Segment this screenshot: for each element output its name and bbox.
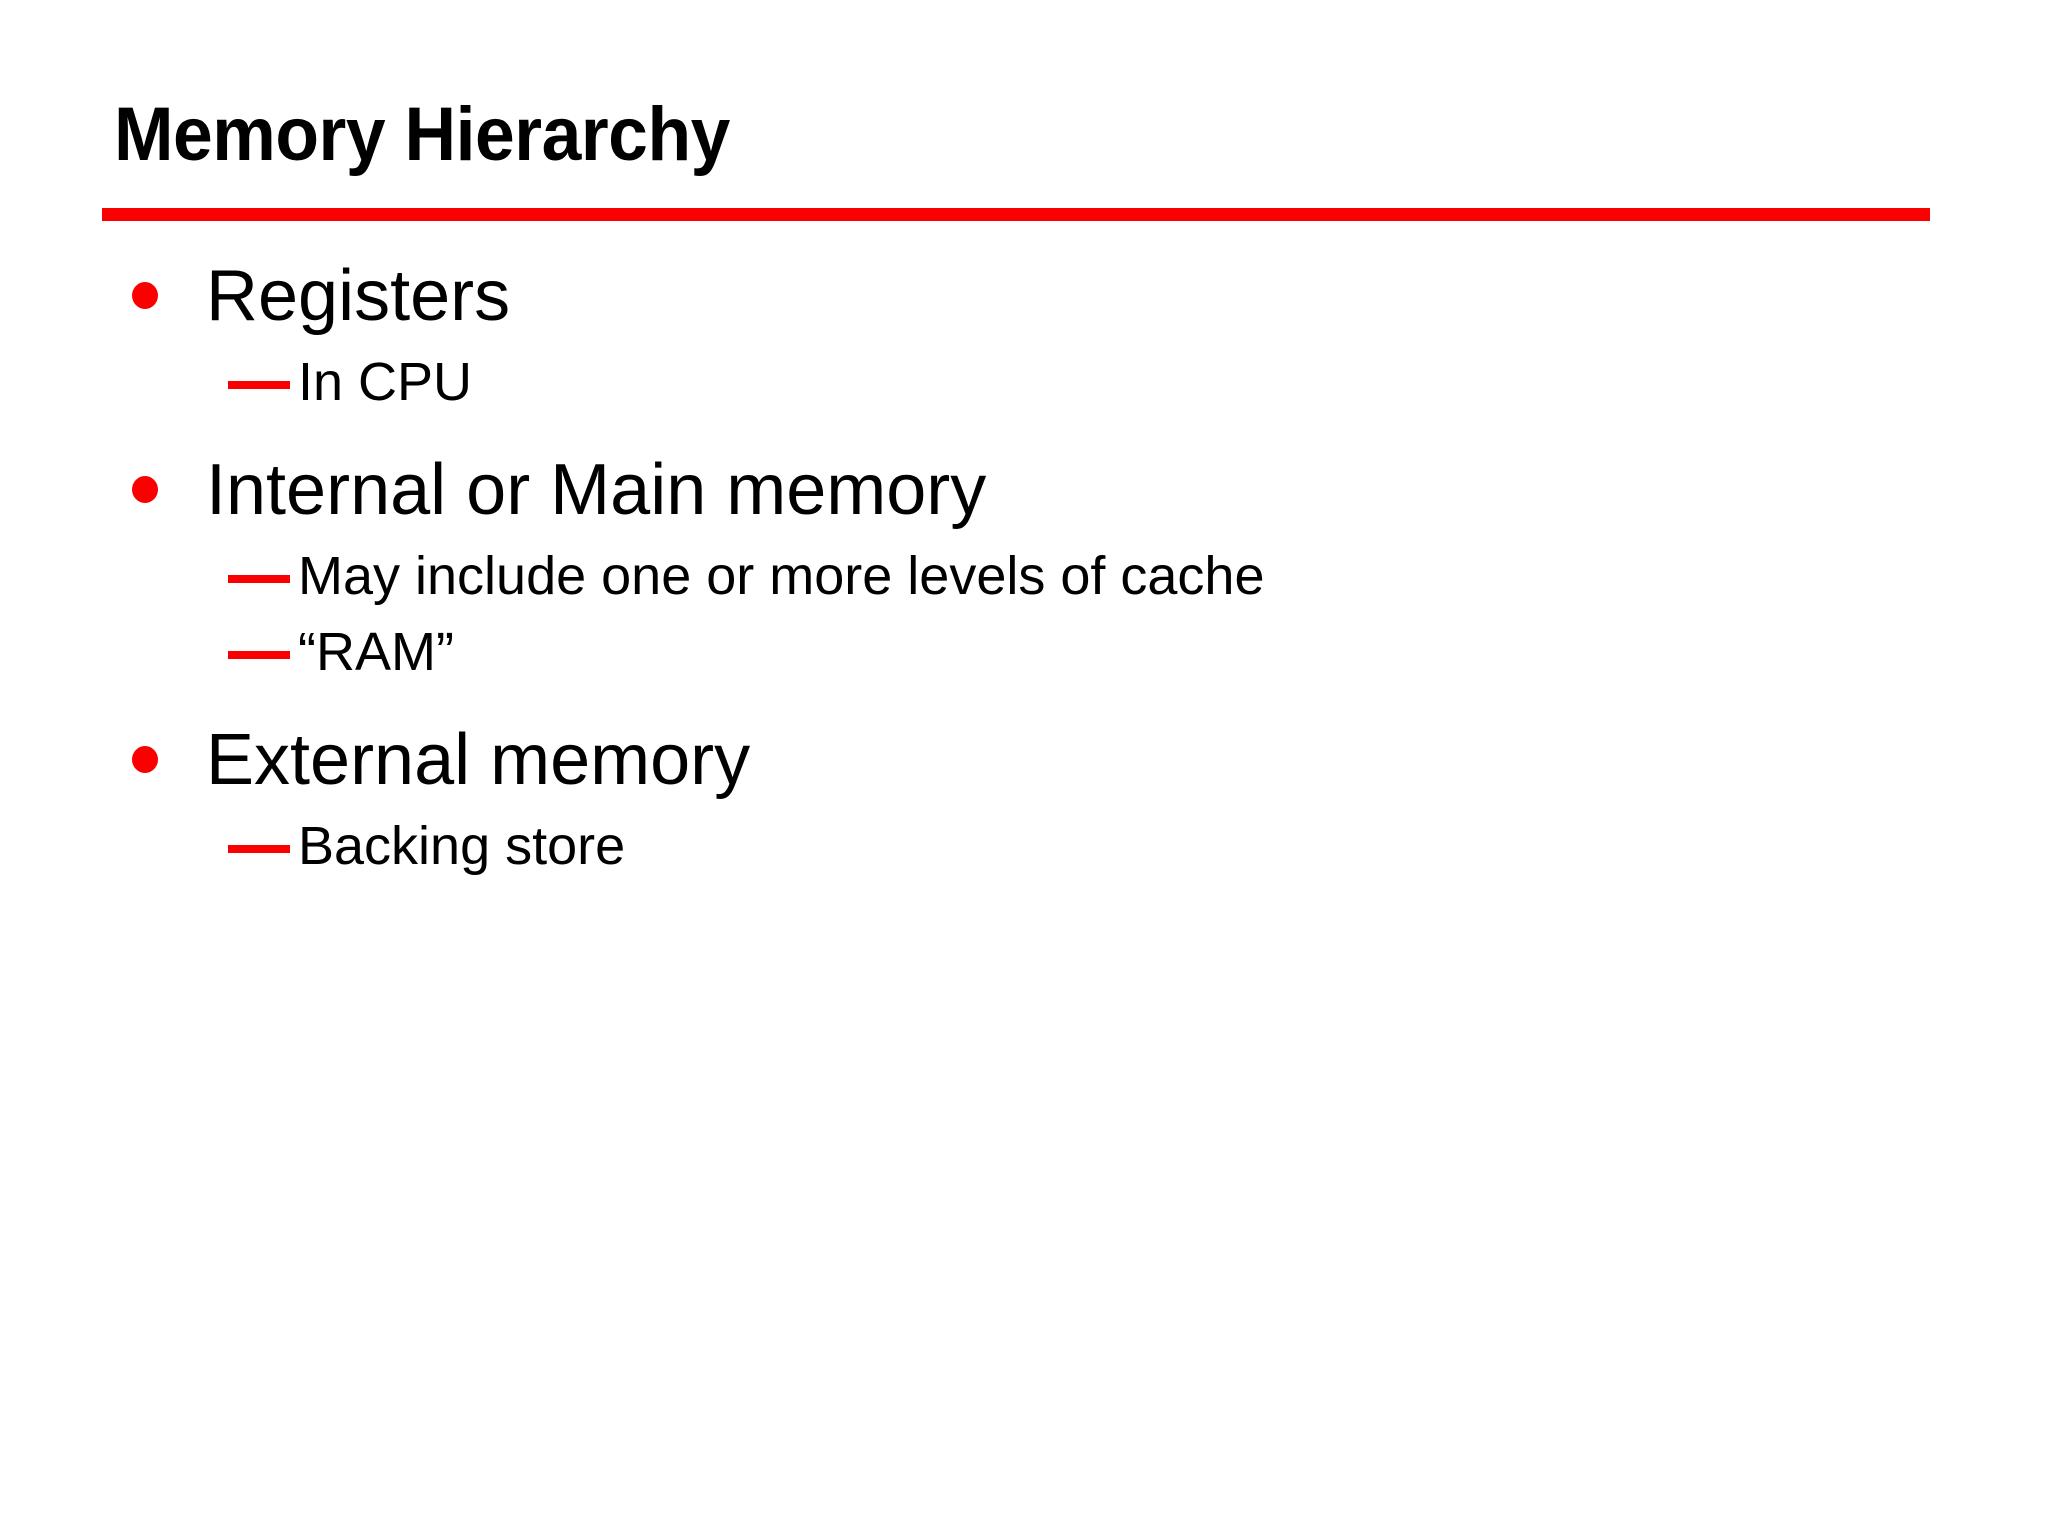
bullet-label: Registers [206, 256, 511, 336]
sub-bullet-item-cache-levels: May include one or more levels of cache [0, 538, 2048, 614]
bullet-group-internal-main-memory: Internal or Main memory May include one … [0, 442, 2048, 690]
bullet-label: Internal or Main memory [206, 450, 987, 530]
em-dash-icon [228, 845, 290, 853]
bullet-dot-icon [132, 282, 158, 309]
bullet-group-registers: Registers In CPU [0, 248, 2048, 420]
em-dash-icon [228, 381, 290, 389]
em-dash-icon [228, 575, 290, 583]
bullet-group-external-memory: External memory Backing store [0, 712, 2048, 884]
bullet-dot-icon [132, 476, 158, 503]
bullet-item-external-memory: External memory [0, 712, 2048, 808]
bullet-item-registers: Registers [0, 248, 2048, 344]
page-title: Memory Hierarchy [114, 92, 730, 177]
sub-bullet-label: “RAM” [298, 622, 454, 682]
spacer [0, 420, 2048, 442]
em-dash-icon [228, 651, 290, 659]
sub-bullet-item-backing-store: Backing store [0, 808, 2048, 884]
sub-bullet-label: May include one or more levels of cache [298, 546, 1265, 606]
slide-body-content: Registers In CPU Internal or Main memory… [0, 248, 2048, 884]
sub-bullet-item-ram: “RAM” [0, 614, 2048, 690]
sub-bullet-label: Backing store [298, 816, 626, 876]
spacer [0, 690, 2048, 712]
sub-bullet-item-in-cpu: In CPU [0, 344, 2048, 420]
bullet-label: External memory [206, 720, 751, 800]
title-underline-rule [102, 208, 1930, 221]
sub-bullet-label: In CPU [298, 352, 473, 412]
bullet-dot-icon [132, 746, 158, 773]
bullet-item-internal-main-memory: Internal or Main memory [0, 442, 2048, 538]
